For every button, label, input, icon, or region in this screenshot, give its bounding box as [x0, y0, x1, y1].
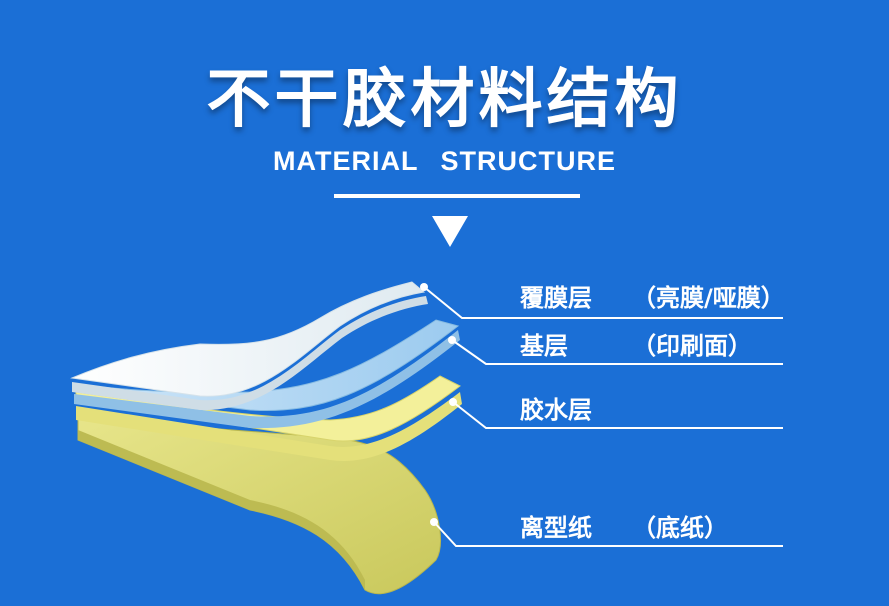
layer-label-laminate: 覆膜层 （亮膜/哑膜） [520, 278, 785, 313]
leader-dot-adhesive [449, 398, 457, 406]
layer-note: （印刷面） [632, 332, 752, 360]
leader-dot-base [448, 336, 456, 344]
leader-line-laminate [423, 286, 783, 319]
layer-note: （底纸） [632, 514, 728, 542]
laminate-film-layer [70, 281, 428, 411]
leader-line-base [451, 339, 783, 365]
layer-name: 离型纸 [520, 514, 592, 542]
layer-label-release: 离型纸 （底纸） [520, 508, 728, 543]
layer-name: 胶水层 [520, 396, 592, 424]
layer-name: 基层 [520, 332, 568, 360]
leader-lines [423, 286, 783, 547]
page-title: 不干胶材料结构 [206, 63, 683, 137]
layer-note: （亮膜/哑膜） [632, 284, 785, 312]
leader-line-release [433, 521, 783, 547]
base-layer [73, 319, 460, 429]
leader-dots [420, 283, 457, 526]
down-triangle-icon [432, 216, 468, 247]
layer-label-base: 基层 （印刷面） [520, 326, 752, 361]
layer-name: 覆膜层 [520, 284, 592, 312]
subtitle-underline [334, 194, 580, 198]
leader-line-adhesive [452, 401, 783, 429]
leader-dot-release [430, 518, 438, 526]
leader-dot-laminate [420, 283, 428, 291]
layer-label-adhesive: 胶水层 [520, 390, 592, 425]
page-subtitle: MATERIAL STRUCTURE [273, 146, 616, 176]
